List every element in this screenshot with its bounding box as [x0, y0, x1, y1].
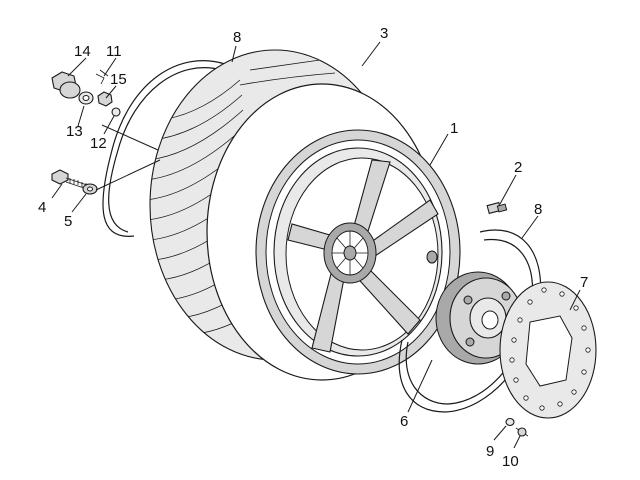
callout-labels: 1 2 3 4 5 6 7 8 8 9 10 11 12 13 14 15: [38, 25, 588, 470]
callout-8-right: 8: [534, 201, 542, 218]
callout-9: 9: [486, 443, 494, 460]
callout-10: 10: [502, 453, 519, 470]
callout-12: 12: [90, 135, 107, 152]
callout-11: 11: [106, 43, 122, 60]
callout-13: 13: [66, 123, 83, 140]
axle-nut-assembly: [51, 69, 121, 117]
callout-8-left: 8: [233, 29, 241, 46]
tire-valve: [486, 201, 508, 215]
callout-14: 14: [74, 43, 91, 60]
callout-2: 2: [514, 159, 522, 176]
axle-bolt: [51, 169, 98, 195]
callout-3: 3: [380, 25, 388, 42]
wheel-rim: [255, 129, 461, 375]
callout-6: 6: [400, 413, 408, 430]
callout-1: 1: [450, 120, 458, 137]
callout-5: 5: [64, 213, 72, 230]
callout-15: 15: [110, 71, 127, 88]
leader-lines: [51, 41, 581, 449]
disc-screws: [505, 417, 529, 437]
callout-7: 7: [580, 274, 588, 291]
callout-4: 4: [38, 199, 46, 216]
brake-disc: [499, 281, 597, 419]
snap-ring-left: [102, 60, 226, 237]
